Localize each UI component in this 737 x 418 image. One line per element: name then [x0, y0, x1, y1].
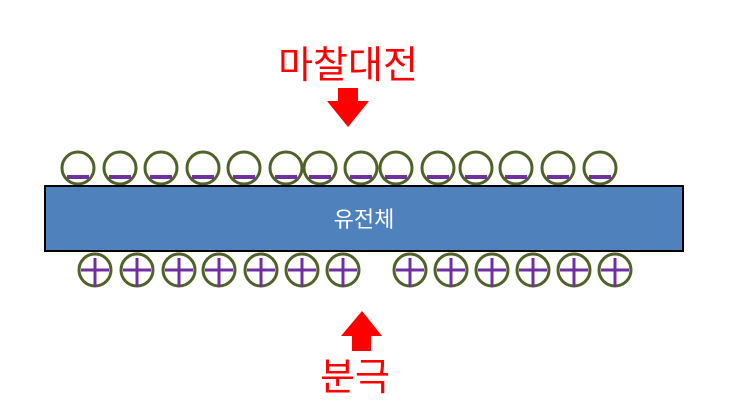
- positive-charge-row: [77, 252, 633, 288]
- negative-charge-icon: [420, 150, 456, 186]
- negative-charge-icon: [143, 150, 179, 186]
- negative-charge-icon: [226, 150, 262, 186]
- negative-charge-icon: [102, 150, 138, 186]
- positive-charge-icon: [161, 252, 197, 288]
- negative-charge-icon: [540, 150, 576, 186]
- positive-charge-icon: [474, 252, 510, 288]
- negative-charge-icon: [60, 150, 96, 186]
- positive-charge-icon: [243, 252, 279, 288]
- negative-charge-icon: [582, 150, 618, 186]
- negative-charge-icon: [268, 150, 304, 186]
- positive-charge-icon: [284, 252, 320, 288]
- negative-charge-icon: [302, 150, 338, 186]
- negative-charge-icon: [185, 150, 221, 186]
- negative-charge-icon: [378, 150, 414, 186]
- positive-charge-icon: [201, 252, 237, 288]
- positive-charge-icon: [392, 252, 428, 288]
- dielectric-bar: [44, 185, 684, 252]
- positive-charge-icon: [77, 252, 113, 288]
- down-arrow-icon: [327, 88, 369, 127]
- positive-charge-icon: [433, 252, 469, 288]
- positive-charge-icon: [325, 252, 361, 288]
- positive-charge-icon: [597, 252, 633, 288]
- negative-charge-icon: [343, 150, 379, 186]
- positive-charge-icon: [119, 252, 155, 288]
- dielectric-label: 유전체: [334, 208, 395, 233]
- negative-charge-icon: [458, 150, 494, 186]
- positive-charge-icon: [515, 252, 551, 288]
- negative-charge-icon: [498, 150, 534, 186]
- negative-charge-row: [60, 150, 618, 186]
- positive-charge-icon: [556, 252, 592, 288]
- top-label: 마찰대전: [278, 43, 418, 87]
- up-arrow-icon: [341, 311, 382, 351]
- bottom-label: 분극: [320, 355, 390, 399]
